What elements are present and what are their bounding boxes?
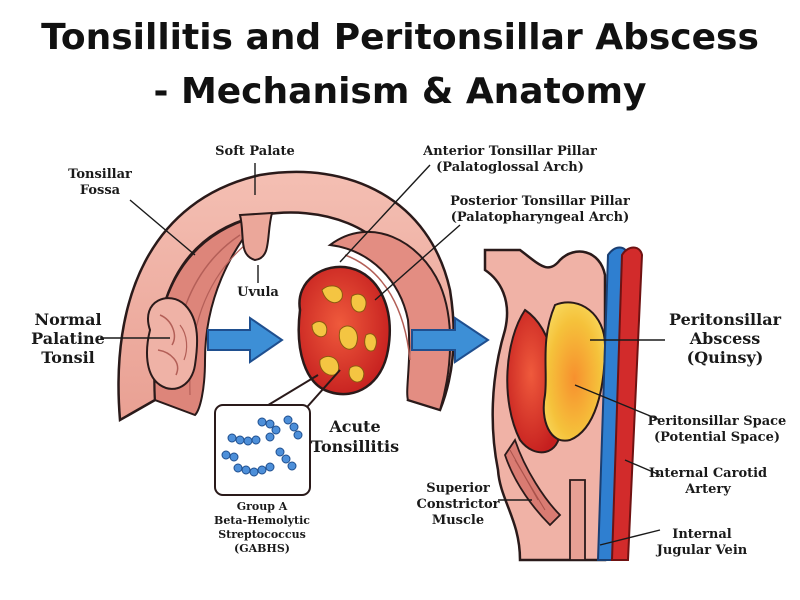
label-normal-tonsil-2: Palatine — [31, 329, 105, 348]
inflamed-tonsil — [297, 265, 391, 396]
label-peritonsillar-abscess-2: Abscess — [689, 329, 761, 348]
label-posterior-pillar-2: (Palatopharyngeal Arch) — [451, 210, 630, 225]
page-title-line-1: Tonsillitis and Peritonsillar Abscess — [41, 17, 759, 58]
label-internal-jugular-2: Jugular Vein — [656, 543, 748, 558]
label-uvula: Uvula — [237, 285, 279, 300]
label-normal-tonsil-3: Tonsil — [41, 348, 95, 367]
peritonsillar-abscess-shape — [542, 301, 607, 442]
label-tonsillar-fossa-1: Tonsillar — [68, 167, 132, 182]
label-acute-tonsillitis-2: Tonsillitis — [311, 437, 399, 456]
leader-lines — [100, 163, 665, 546]
label-peritonsillar-abscess-1: Peritonsillar — [669, 310, 782, 329]
label-tonsillar-fossa-2: Fossa — [80, 183, 121, 198]
label-peritonsillar-abscess-3: (Quinsy) — [687, 348, 764, 367]
label-superior-constrictor-2: Constrictor — [416, 497, 499, 512]
anterior-tonsillar-pillar-shape — [327, 230, 452, 412]
page-title-line-2: - Mechanism & Anatomy — [153, 71, 647, 112]
normal-palatine-tonsil — [146, 297, 199, 390]
label-soft-palate: Soft Palate — [215, 144, 295, 159]
superior-constrictor-muscle-shape — [504, 437, 562, 527]
internal-carotid-artery-shape — [610, 246, 644, 561]
label-internal-carotid-1: Internal Carotid — [649, 466, 767, 481]
label-gabhs-3: Streptococcus — [218, 528, 306, 541]
oral-cavity-illustration — [117, 170, 490, 496]
progression-arrow-1 — [207, 316, 284, 364]
label-gabhs-4: (GABHS) — [234, 542, 290, 555]
label-peritonsillar-space-1: Peritonsillar Space — [648, 414, 787, 429]
label-anterior-pillar-2: (Palatoglossal Arch) — [436, 160, 584, 175]
label-superior-constrictor-1: Superior — [426, 481, 490, 496]
progression-arrow-2 — [411, 316, 490, 364]
streptococcus-chains — [221, 415, 303, 477]
label-peritonsillar-space-2: (Potential Space) — [654, 430, 780, 445]
cross-section-illustration — [483, 246, 644, 562]
label-internal-carotid-2: Artery — [684, 482, 731, 497]
label-posterior-pillar-1: Posterior Tonsillar Pillar — [450, 194, 630, 209]
label-internal-jugular-1: Internal — [672, 527, 732, 542]
bacteria-callout — [214, 369, 341, 496]
label-acute-tonsillitis-1: Acute — [328, 417, 380, 436]
label-normal-tonsil-1: Normal — [34, 310, 101, 329]
uvula-shape — [238, 211, 274, 262]
label-anterior-pillar-1: Anterior Tonsillar Pillar — [422, 144, 597, 159]
label-gabhs-1: Group A — [237, 500, 288, 513]
label-gabhs-2: Beta-Hemolytic — [214, 514, 310, 527]
label-superior-constrictor-3: Muscle — [432, 513, 484, 528]
